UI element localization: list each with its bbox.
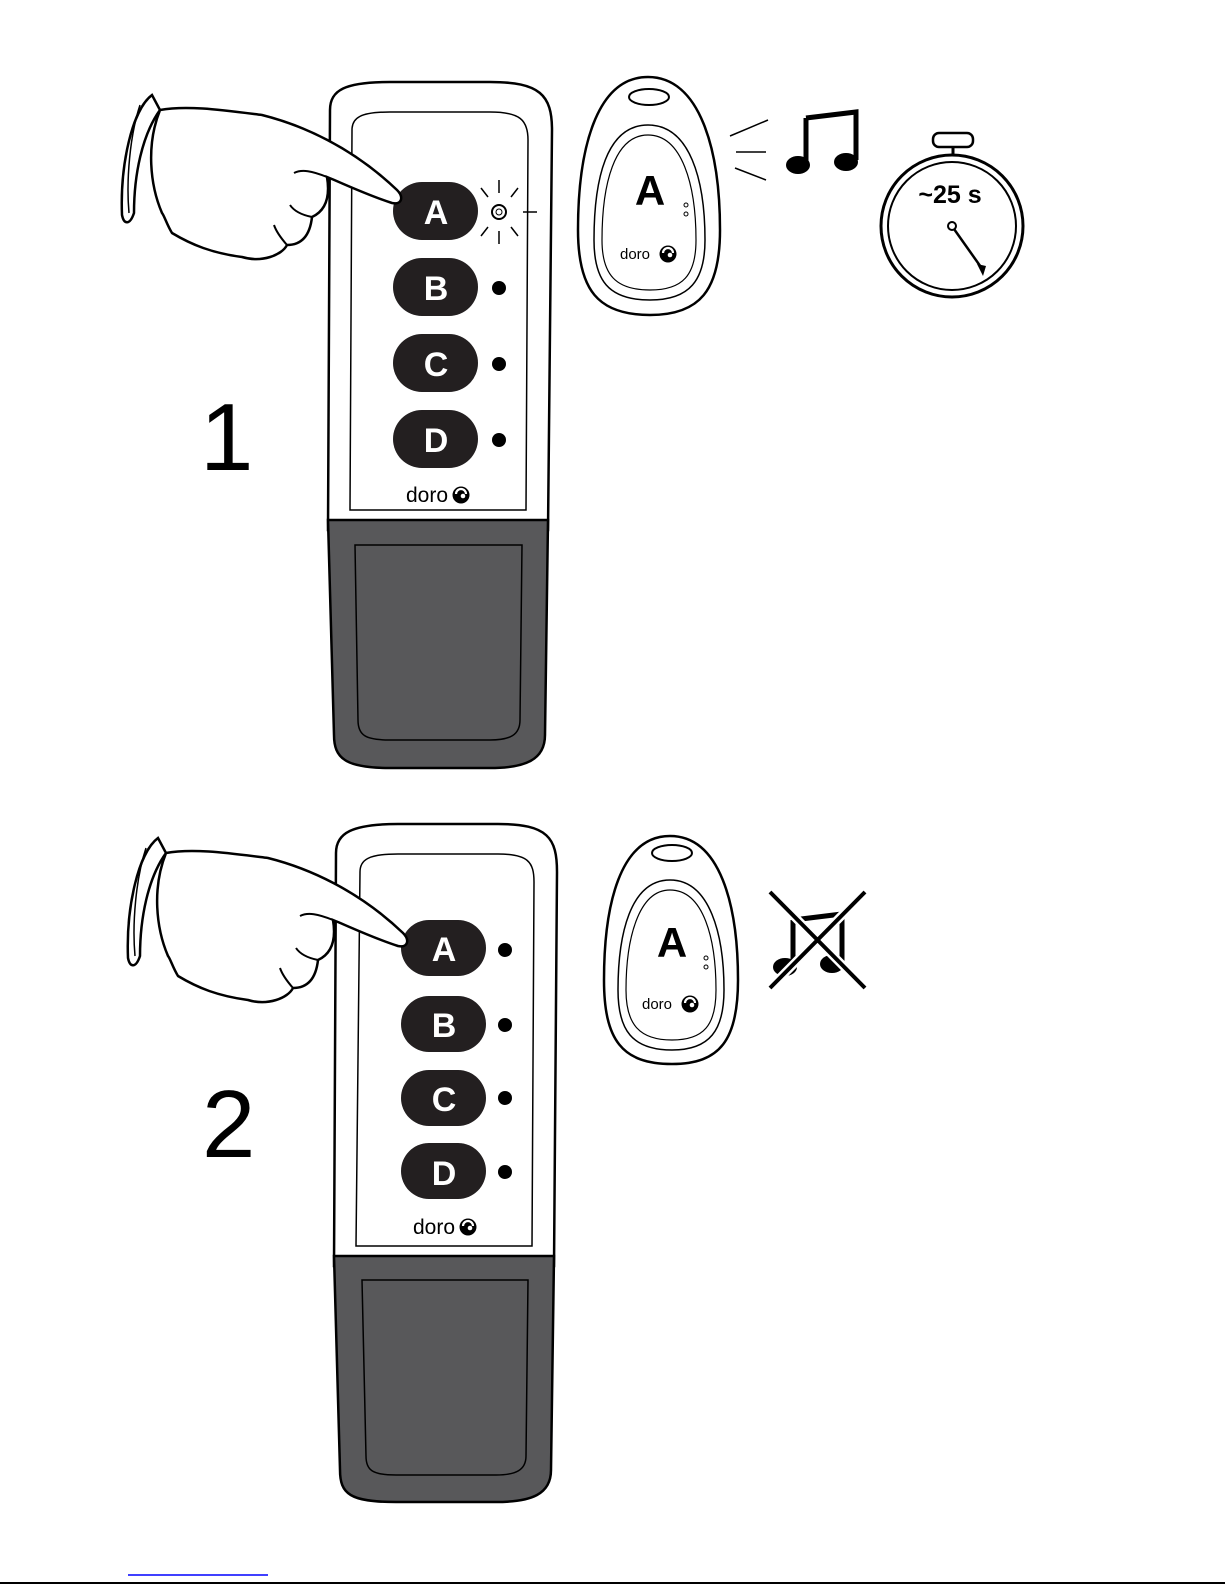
receiver-brand-text: doro [642, 996, 672, 1013]
doro-logo-icon [660, 246, 677, 263]
sound-waves-icon [730, 120, 768, 180]
led-indicator [492, 357, 506, 371]
button-b-label: B [424, 270, 449, 308]
step-number: 2 [202, 1071, 255, 1178]
button-d-label: D [432, 1155, 457, 1193]
button-a[interactable]: A [401, 920, 486, 976]
timer-label: ~25 s [918, 181, 981, 209]
led-indicator [492, 433, 506, 447]
button-b[interactable]: B [393, 258, 478, 316]
button-a-label: A [424, 194, 449, 232]
led-indicator [498, 943, 512, 957]
doro-logo-icon [453, 487, 470, 504]
stopwatch-icon: ~25 s [881, 133, 1023, 297]
footer-rule [0, 1575, 1225, 1583]
button-a[interactable]: A [393, 182, 478, 240]
led-indicator [498, 1091, 512, 1105]
button-c-label: C [432, 1081, 457, 1119]
button-c-label: C [424, 346, 449, 384]
button-b-label: B [432, 1007, 457, 1045]
receiver-unit: A doro [578, 77, 720, 315]
led-indicator [492, 281, 506, 295]
doro-logo-icon [682, 996, 699, 1013]
panel-2: 2 A B C D [128, 824, 865, 1502]
receiver-letter: A [657, 919, 687, 966]
led-indicator [498, 1165, 512, 1179]
music-note-icon [786, 112, 858, 174]
button-a-label: A [432, 931, 457, 969]
panel-1: 1 A [122, 77, 1023, 768]
receiver-brand-text: doro [620, 246, 650, 263]
button-d[interactable]: D [401, 1143, 486, 1199]
brand-logo-text: doro [413, 1216, 455, 1239]
button-c[interactable]: C [393, 334, 478, 392]
receiver-letter: A [635, 167, 665, 214]
doro-logo-icon [460, 1219, 477, 1236]
button-c[interactable]: C [401, 1070, 486, 1126]
brand-logo-text: doro [406, 484, 448, 507]
button-d-label: D [424, 422, 449, 460]
receiver-unit: A doro [604, 836, 738, 1064]
led-indicator [498, 1018, 512, 1032]
muted-music-icon [770, 892, 865, 988]
step-number: 1 [200, 384, 253, 491]
button-d[interactable]: D [393, 410, 478, 468]
button-b[interactable]: B [401, 996, 486, 1052]
